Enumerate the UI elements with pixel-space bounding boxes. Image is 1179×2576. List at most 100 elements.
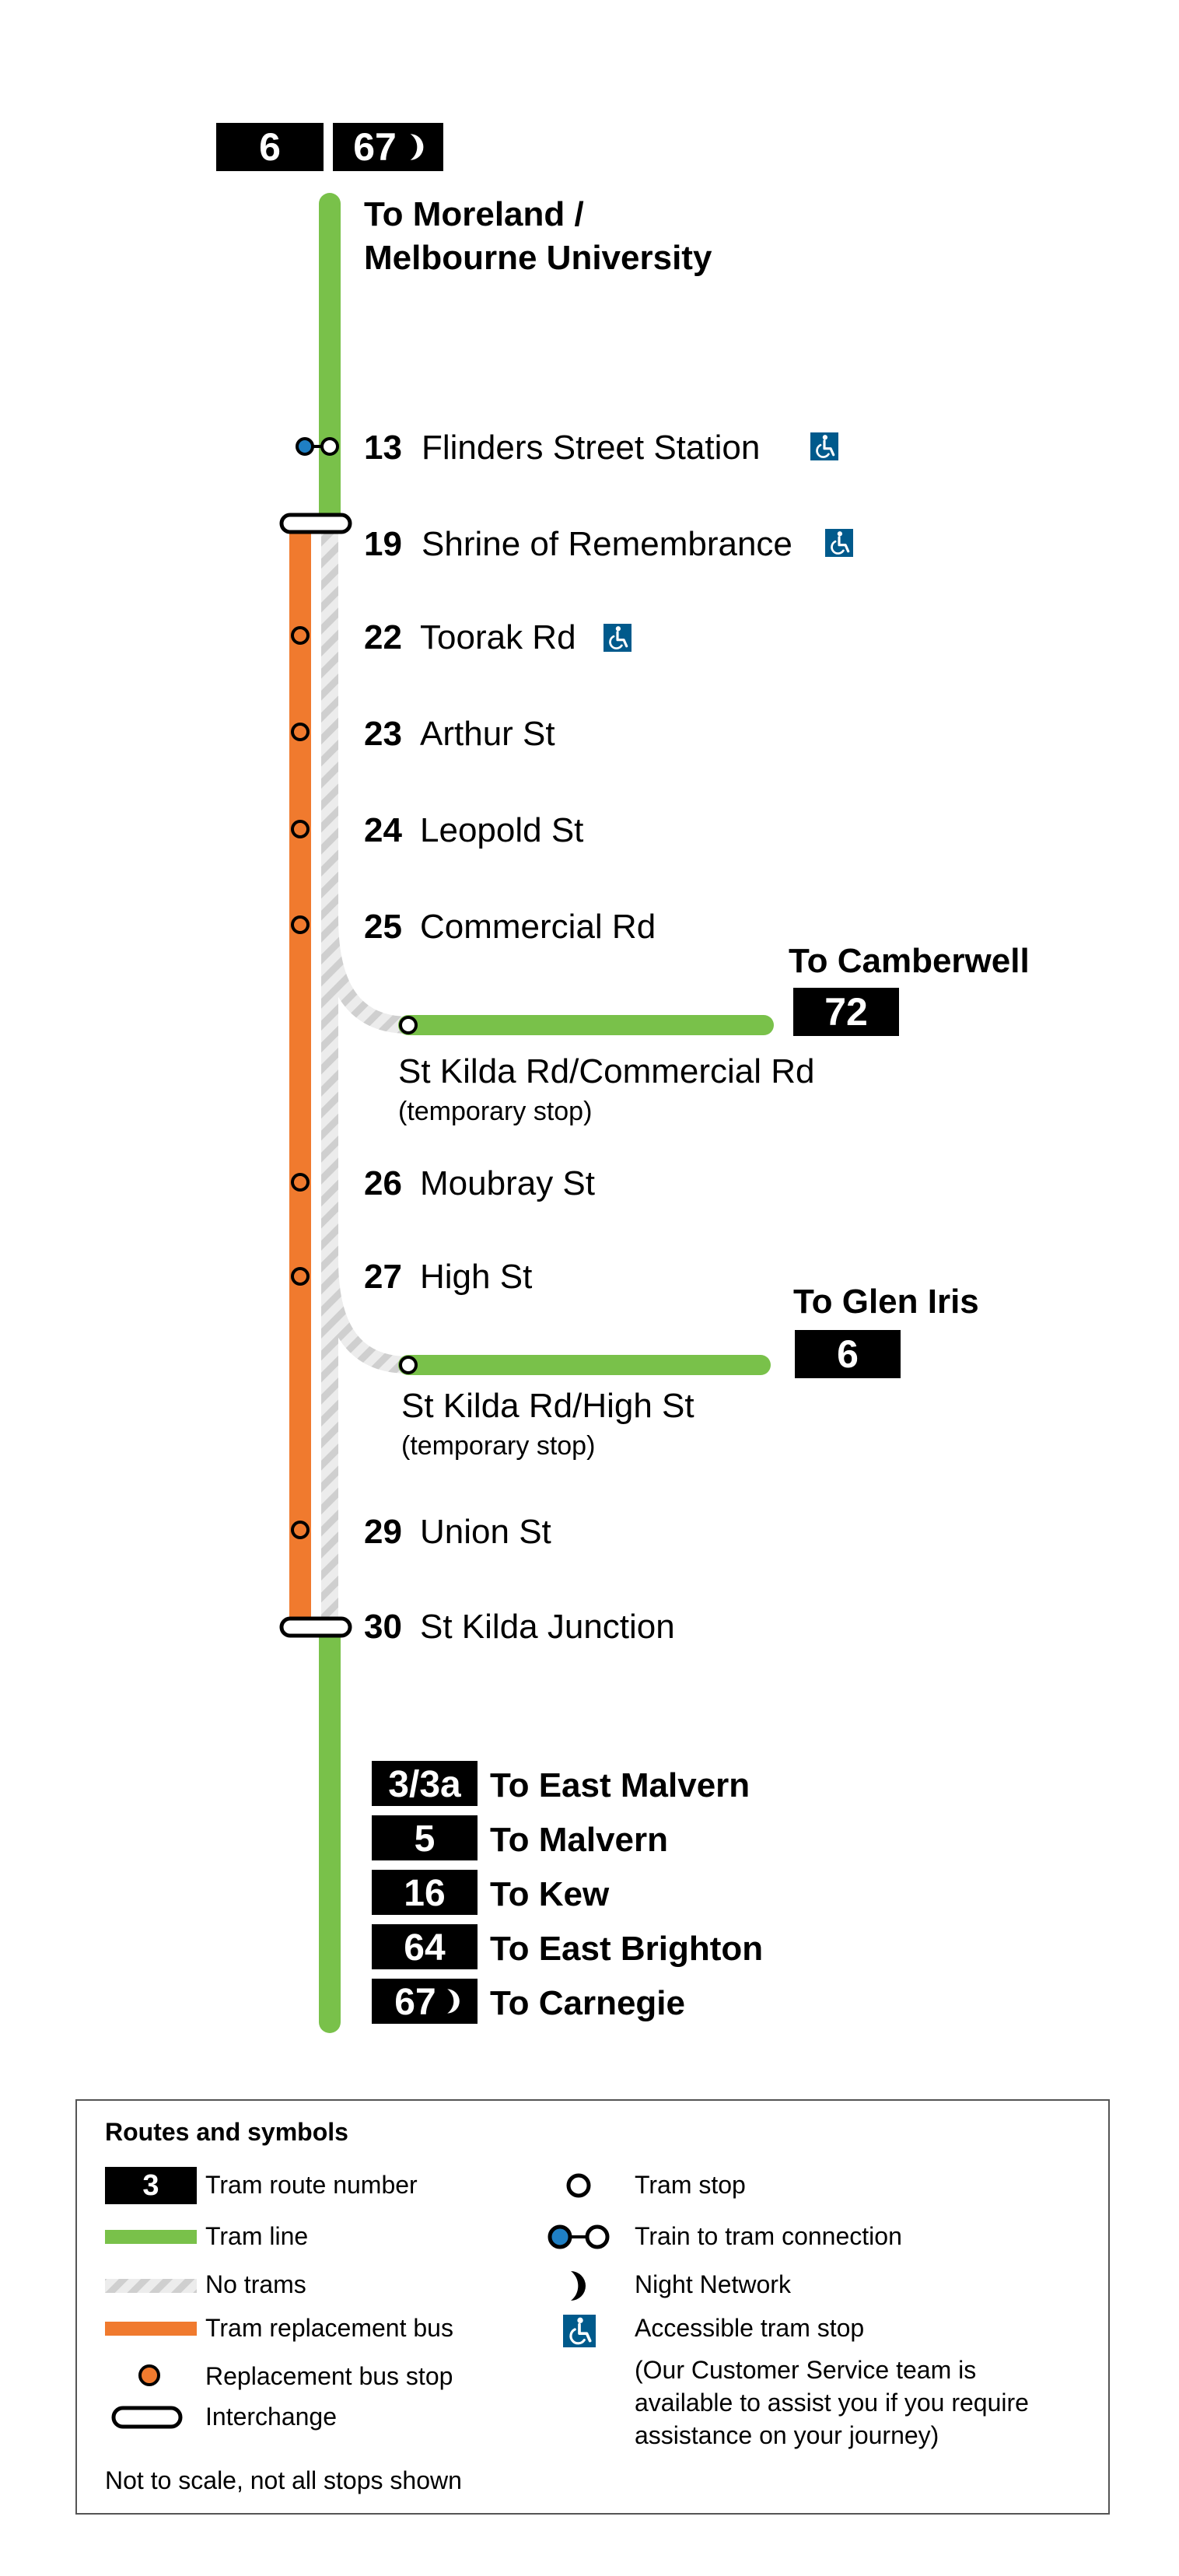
bus-stop-marker: [291, 915, 310, 934]
stop-name: Moubray St: [420, 1164, 595, 1202]
legend-route-badge: [105, 2167, 197, 2204]
route-destination: To East Brighton: [490, 1930, 763, 1968]
legend-accessible-note: (Our Customer Service team is: [635, 2356, 976, 2384]
legend-night-network-icon: [571, 2271, 586, 2301]
stop-27: 27 High St: [291, 1258, 532, 1296]
legend-route-badge-label: 3: [142, 2169, 159, 2202]
stop-number: 19: [364, 525, 402, 563]
temporary-stop-note: (temporary stop): [401, 1431, 595, 1461]
stop-number: 23: [364, 715, 402, 753]
route-badge-72-label: 72: [824, 990, 868, 1034]
interchange-marker: [279, 1616, 352, 1638]
legend-no-trams-swatch: [105, 2279, 197, 2293]
legend-label: Tram stop: [635, 2171, 746, 2199]
bottom-route-16: 16 To Kew: [372, 1870, 610, 1915]
bottom-route-64: 64 To East Brighton: [372, 1924, 763, 1969]
tram-stop-marker: [320, 437, 339, 456]
route-label: 67: [394, 1982, 436, 2023]
stop-29: 29 Union St: [291, 1513, 551, 1551]
branch-destination: To Glen Iris: [793, 1283, 979, 1321]
route-badge-67-top: 67: [333, 123, 443, 171]
branch-destination: To Camberwell: [789, 942, 1030, 980]
stop-30: 30 St Kilda Junction: [279, 1608, 675, 1646]
stop-24: 24 Leopold St: [291, 811, 583, 849]
tram-stop-marker: [399, 1016, 418, 1034]
no-trams-section: [321, 523, 338, 1627]
stop-name: Toorak Rd: [420, 618, 576, 656]
stop-name: Shrine of Remembrance: [422, 525, 792, 563]
temporary-stop-name: St Kilda Rd/High St: [401, 1387, 694, 1425]
legend-box: [75, 2099, 1110, 2515]
route-destination: To East Malvern: [490, 1766, 750, 1804]
tram-stop-marker: [399, 1356, 418, 1374]
route-destination: To Malvern: [490, 1821, 668, 1859]
route-destination: To Kew: [490, 1875, 610, 1913]
stop-number: 29: [364, 1513, 402, 1551]
legend-label: Interchange: [205, 2403, 337, 2431]
stop-list: 13 Flinders Street Station 19 Shrine of …: [279, 429, 853, 1646]
legend-interchange-marker: [111, 2406, 183, 2429]
top-route-badges: 6 67: [216, 123, 443, 171]
no-trams-curve-high: [321, 1259, 409, 1374]
interchange-marker: [279, 513, 352, 534]
no-trams-curve-commercial: [321, 917, 409, 1034]
temporary-stop-note: (temporary stop): [398, 1097, 592, 1126]
bus-stop-marker: [291, 820, 310, 838]
route-badge-6-branch: [795, 1330, 901, 1378]
stop-name: Commercial Rd: [420, 908, 656, 946]
bus-stop-marker: [291, 1267, 310, 1286]
legend-label: Train to tram connection: [635, 2222, 902, 2250]
legend-title: Routes and symbols: [105, 2118, 348, 2146]
stop-name: Flinders Street Station: [422, 429, 760, 467]
top-destination-line2: Melbourne University: [364, 239, 712, 277]
stop-number: 27: [364, 1258, 402, 1296]
train-station-marker: [296, 437, 314, 456]
legend-label: Replacement bus stop: [205, 2362, 453, 2390]
stop-number: 13: [364, 429, 402, 467]
bus-stop-marker: [291, 1173, 310, 1192]
stop-number: 24: [364, 811, 402, 849]
stop-26: 26 Moubray St: [291, 1164, 595, 1202]
branch-glen-iris: To Glen Iris 6 St Kilda Rd/High St (temp…: [399, 1283, 979, 1461]
route-badge-67-top-label: 67: [353, 125, 397, 169]
legend: Routes and symbols 3 Tram route number T…: [75, 2099, 1110, 2515]
stop-name: High St: [420, 1258, 532, 1296]
legend-label: Accessible tram stop: [635, 2314, 864, 2342]
accessible-icon: [603, 624, 631, 652]
accessible-icon: [810, 432, 838, 460]
legend-bus-stop-marker: [138, 2364, 160, 2386]
top-destination-line1: To Moreland /: [364, 195, 584, 233]
bottom-route-5: 5 To Malvern: [372, 1815, 668, 1860]
legend-label: Tram line: [205, 2222, 308, 2250]
legend-label: Tram route number: [205, 2171, 418, 2199]
route-badge-72: [793, 988, 899, 1036]
accessible-icon: [825, 529, 853, 557]
stop-22: 22 Toorak Rd: [291, 618, 631, 656]
route-label: 5: [415, 1818, 436, 1860]
route-label: 64: [404, 1927, 446, 1969]
route-destination: To Carnegie: [490, 1984, 685, 2022]
stop-name: Union St: [420, 1513, 551, 1551]
temporary-stop-name: St Kilda Rd/Commercial Rd: [398, 1052, 815, 1090]
bus-stop-marker: [291, 1521, 310, 1539]
bottom-route-3-3a: 3/3a To East Malvern: [372, 1761, 750, 1806]
legend-label: No trams: [205, 2270, 306, 2298]
legend-train-marker: [548, 2224, 572, 2249]
stop-name: St Kilda Junction: [420, 1608, 675, 1646]
stop-25: 25 Commercial Rd: [291, 908, 656, 946]
route-lines: [289, 193, 774, 2033]
bottom-route-list: 3/3a To East Malvern 5 To Malvern 16 To …: [372, 1761, 763, 2024]
route-badge-6-branch-label: 6: [837, 1332, 859, 1376]
legend-footer: Not to scale, not all stops shown: [105, 2466, 462, 2494]
stop-number: 22: [364, 618, 402, 656]
legend-tram-stop-marker: [566, 2173, 591, 2198]
legend-accessible-icon: [563, 2315, 596, 2347]
route-badge-6-top: 6: [216, 123, 324, 171]
replacement-bus-line: [289, 523, 311, 1627]
stop-19: 19 Shrine of Remembrance: [279, 513, 853, 563]
route-label: 16: [404, 1873, 445, 1914]
route-label: 3/3a: [388, 1764, 461, 1805]
legend-label: Night Network: [635, 2270, 792, 2298]
stop-23: 23 Arthur St: [291, 715, 555, 753]
